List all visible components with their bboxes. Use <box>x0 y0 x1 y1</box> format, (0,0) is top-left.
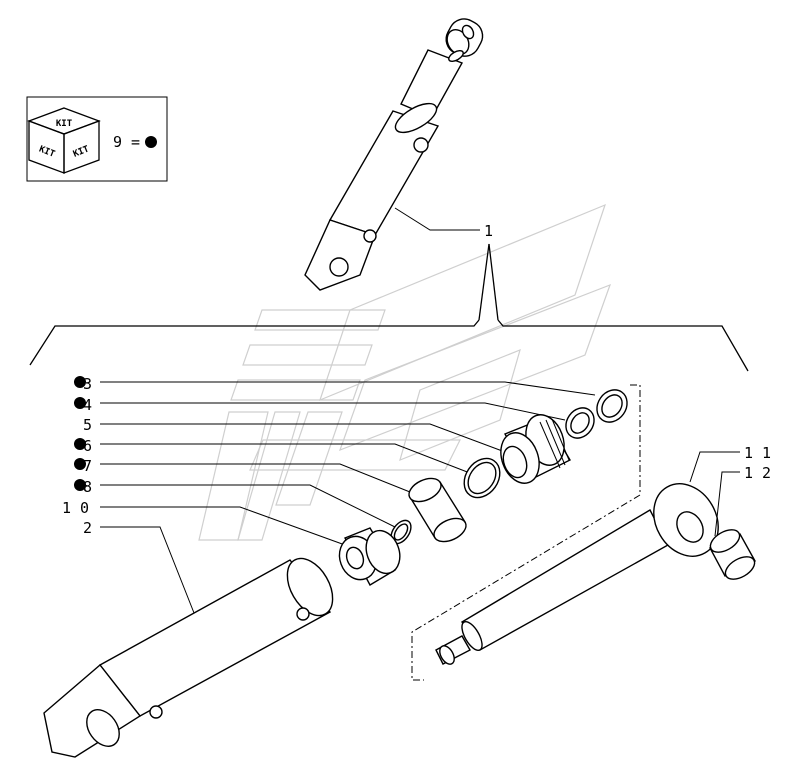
kit-marker-dot <box>74 479 86 491</box>
cylinder-barrel-2 <box>43 557 334 758</box>
piston-10 <box>338 527 401 586</box>
callout-label-3: 3 <box>83 375 92 393</box>
callout-label-12: 1 2 <box>744 464 771 482</box>
callout-10: 1 0 <box>62 499 346 546</box>
o-ring-6 <box>463 457 501 499</box>
callout-label-11: 1 1 <box>744 444 771 462</box>
kit-label-right: KIT <box>72 144 91 160</box>
seal-ring-4 <box>565 407 595 439</box>
callout-7: 7 <box>74 457 426 499</box>
callout-label-5: 5 <box>83 416 92 434</box>
callout-5: 5 <box>83 416 506 453</box>
callout-label-10: 1 0 <box>62 499 89 517</box>
gland-head-5 <box>500 414 571 484</box>
callout-list: 3 4 5 6 7 8 <box>62 375 596 619</box>
callout-label-8: 8 <box>83 478 92 496</box>
piston-rod-11 <box>411 384 719 681</box>
callout-12: 1 2 <box>714 464 771 537</box>
kit-marker-dot <box>74 376 86 388</box>
callout-3: 3 <box>74 375 596 396</box>
callout-2: 2 <box>83 519 197 619</box>
callout-label-6: 6 <box>83 437 92 455</box>
callout-1: 1 <box>29 207 749 372</box>
kit-marker-dot <box>74 397 86 409</box>
legend-frame <box>26 96 168 182</box>
callout-label-1: 1 <box>484 222 493 240</box>
kit-cube-icon <box>27 107 101 174</box>
callout-label-7: 7 <box>83 457 92 475</box>
kit-label-left: KIT <box>37 144 56 160</box>
bushing-7 <box>408 477 467 543</box>
callout-6: 6 <box>74 437 476 476</box>
callout-11: 1 1 <box>689 444 771 483</box>
callout-8: 8 <box>74 478 396 528</box>
callout-label-4: 4 <box>83 396 92 414</box>
legend-text: 9 = <box>113 133 140 151</box>
bushing-12 <box>709 529 756 580</box>
seal-ring-3 <box>596 389 628 423</box>
callout-label-2: 2 <box>83 519 92 537</box>
watermark-logo <box>198 203 612 541</box>
cylinder-assembly-top <box>304 18 484 291</box>
kit-marker-dot <box>145 136 157 148</box>
kit-label-top: KIT <box>56 119 73 129</box>
kit-legend-box: KIT KIT KIT 9 = <box>26 96 168 182</box>
kit-marker-dot <box>74 458 86 470</box>
kit-marker-dot <box>74 438 86 450</box>
